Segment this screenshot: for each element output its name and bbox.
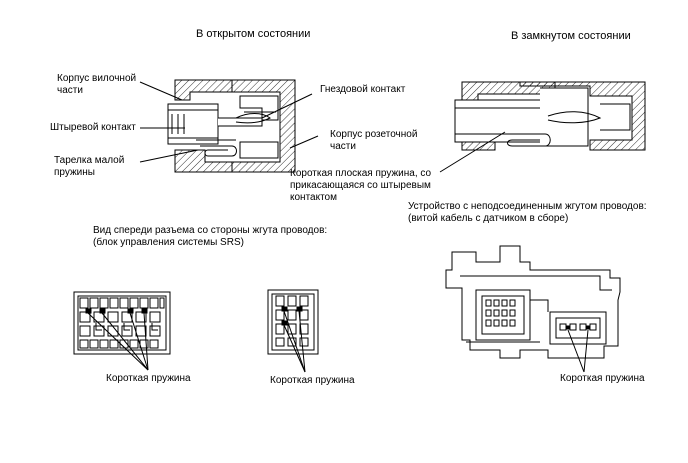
closed-state-caption: В замкнутом состоянии [511,30,631,42]
spring-plate-label: Тарелка малой пружины [54,155,125,178]
closed-state-leaders [439,131,506,173]
large-spring-leaders [87,312,149,371]
open-state-connector [167,79,296,173]
srs-connector-small [267,289,319,355]
srs-connector-large [73,291,171,355]
large-lower-row [79,325,161,337]
front-view-title: Вид спереди разъема со стороны жгута про… [93,225,328,248]
device-spring-leaders [567,329,589,373]
small-spring-leaders [283,310,306,373]
large-mid-row [79,311,161,323]
open-state-leaders [139,81,319,163]
short-spring-label-small: Короткая пружина [270,375,355,386]
socket-housing-label: Корпус розеточной части [330,129,418,152]
large-top-row [79,297,165,309]
pin-contact-label: Штыревой контакт [50,122,136,133]
disconnected-title: Устройство с неподсоединенным жгутом про… [408,201,647,224]
socket-contact-label: Гнездовой контакт [320,84,406,95]
short-flat-spring-label: Короткая плоская пружина, со прикасающая… [290,168,432,203]
closed-state-connector [454,81,646,151]
device-short-springs [565,325,591,330]
fork-housing-label: Корпус вилочной части [57,73,137,96]
spiral-cable-device [445,245,621,359]
open-state-caption: В открытом состоянии [196,28,311,40]
short-spring-label-device: Короткая пружина [560,373,645,384]
short-spring-label-large: Короткая пружина [106,373,191,384]
